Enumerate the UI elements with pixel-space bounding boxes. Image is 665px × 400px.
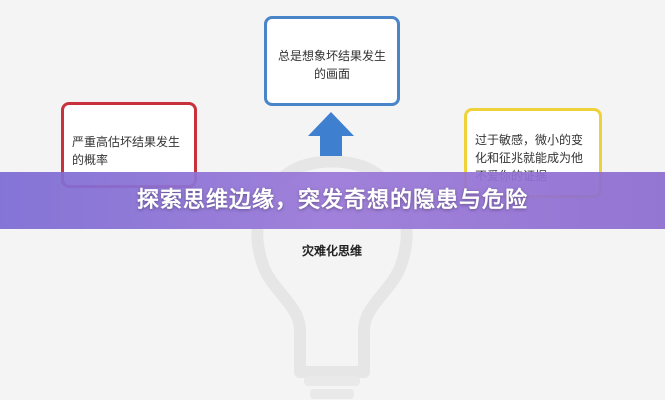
bulb-glass-outline <box>251 155 413 378</box>
box-left-text: 严重高估坏结果发生的概率 <box>72 135 181 167</box>
box-top-text: 总是想象坏结果发生的画面 <box>277 49 386 81</box>
center-label: 灾难化思维 <box>301 244 362 258</box>
up-arrow-icon <box>308 112 354 156</box>
title-banner <box>0 172 665 229</box>
banner-title: 探索思维边缘，突发奇想的隐患与危险 <box>136 188 528 213</box>
bulb-base-ring <box>304 376 360 386</box>
box-top: 总是想象坏结果发生的画面 <box>264 16 400 106</box>
bulb-base-ring <box>310 389 354 399</box>
